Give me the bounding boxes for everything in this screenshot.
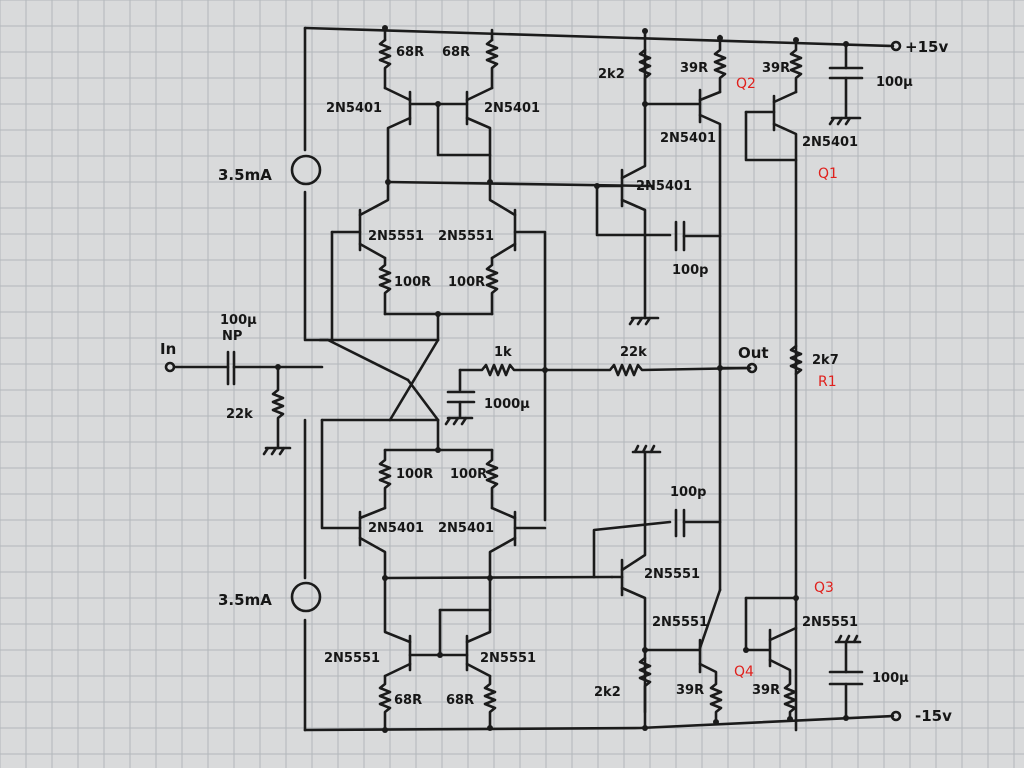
annotation-r1: R1 (818, 374, 837, 390)
res-39r-q2: 39R (680, 61, 708, 76)
res-68r-bot-right: 68R (446, 693, 474, 708)
res-1k-feedback: 1k (494, 345, 512, 360)
res-100r-top-left: 100R (394, 275, 431, 290)
res-39r-q4-b: 39R (752, 683, 780, 698)
res-22k-feedback: 22k (620, 345, 647, 360)
q-mirror-top-left: 2N5401 (326, 101, 382, 116)
positive-rail-label: +15v (905, 38, 948, 56)
q-diff-bot-right: 2N5401 (438, 521, 494, 536)
vas-bottom-stage (592, 444, 722, 730)
res-39r-q1: 39R (762, 61, 790, 76)
q-vas-top: 2N5401 (636, 179, 692, 194)
annotation-q1: Q1 (818, 166, 838, 182)
top-differential-pair (330, 180, 654, 522)
q2-type: 2N5401 (660, 131, 716, 146)
q-diff-bot-left: 2N5401 (368, 521, 424, 536)
res-100r-bot-right: 100R (450, 467, 487, 482)
cap-100u-pos: 100µ (876, 75, 913, 90)
res-2k2-bottom: 2k2 (594, 685, 621, 700)
cap-100p-top: 100p (672, 263, 708, 278)
q1-type: 2N5401 (802, 135, 858, 150)
input-network (164, 350, 324, 456)
q-diff-top-left: 2N5551 (368, 229, 424, 244)
bottom-differential-pair (358, 418, 614, 580)
junctions (275, 25, 849, 733)
negative-rail-label: -15v (915, 707, 952, 725)
annotation-q2: Q2 (736, 76, 756, 92)
q-vas-bottom: 2N5551 (644, 567, 700, 582)
output-stage-top (698, 34, 803, 732)
cap-100p-bottom: 100p (670, 485, 706, 500)
cap-input-value: 100µ (220, 313, 257, 328)
res-68r-bot-left: 68R (394, 693, 422, 708)
bottom-current-mirror (378, 576, 497, 732)
current-source-top (290, 154, 322, 186)
current-source-bottom (290, 581, 322, 613)
q4-type: 2N5551 (652, 615, 708, 630)
vas-top-stage (595, 28, 722, 326)
labels: +15v -15v In Out 3.5mA 3.5mA 68R 68R 68R… (160, 38, 952, 725)
output-stage-bottom (698, 588, 798, 722)
annotation-q3: Q3 (814, 580, 834, 596)
negative-terminal (890, 710, 902, 722)
cross-links (318, 338, 440, 530)
res-100r-top-right: 100R (448, 275, 485, 290)
annotation-q4: Q4 (734, 664, 754, 680)
res-22k-input: 22k (226, 407, 253, 422)
res-39r-q4-a: 39R (676, 683, 704, 698)
res-68r-top-right: 68R (442, 45, 470, 60)
q-mirror-bot-left: 2N5551 (324, 651, 380, 666)
q-mirror-top-right: 2N5401 (484, 101, 540, 116)
res-100r-bot-left: 100R (396, 467, 433, 482)
q-diff-top-right: 2N5551 (438, 229, 494, 244)
cap-input-type: NP (222, 329, 242, 344)
output-label: Out (738, 344, 769, 362)
res-68r-top-left: 68R (396, 45, 424, 60)
res-2k7: 2k7 (812, 353, 839, 368)
positive-terminal (890, 40, 902, 52)
feedback-network (444, 362, 758, 426)
input-label: In (160, 340, 176, 358)
cap-100u-neg: 100µ (872, 671, 909, 686)
cap-1000u: 1000µ (484, 397, 530, 412)
decoupling-capacitors (828, 42, 864, 720)
current-source-bottom-label: 3.5mA (218, 591, 272, 609)
current-source-top-label: 3.5mA (218, 166, 272, 184)
q3-type: 2N5551 (802, 615, 858, 630)
q-mirror-bot-right: 2N5551 (480, 651, 536, 666)
res-2k2-top: 2k2 (598, 67, 625, 82)
